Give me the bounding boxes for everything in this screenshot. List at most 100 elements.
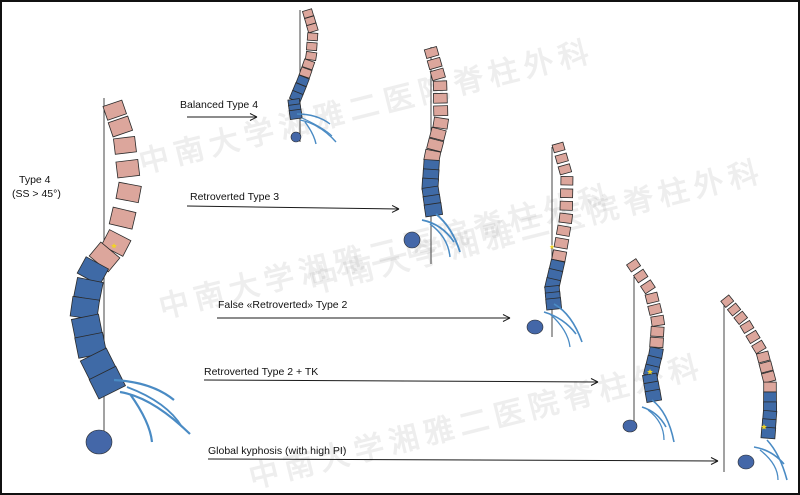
global-kyphosis-thoracic-vertebra-8 — [758, 360, 774, 374]
retroverted-type2-tk-thoracic-vertebra-8 — [649, 336, 664, 349]
arrow-head-5 — [710, 457, 719, 465]
false-retroverted-type2-thoracic-vertebra-5 — [559, 188, 574, 199]
type4-thoracic-vertebra-2 — [107, 115, 134, 138]
global-kyphosis-thoracic-vertebra-6 — [751, 339, 767, 355]
retroverted-type2-tk-pelvis — [641, 399, 675, 443]
global-kyphosis-thoracic-vertebra-2 — [726, 302, 742, 317]
global-kyphosis-thoracic-vertebra-4 — [739, 319, 755, 334]
false-retroverted-type2-femoral-head — [526, 319, 544, 335]
retroverted-type3-thoracic-vertebra-5 — [432, 92, 448, 104]
type4-femoral-head — [85, 429, 113, 455]
global-kyphosis-lumbar-vertebra-15 — [760, 426, 777, 440]
false-retroverted-type2-apex-star — [549, 244, 555, 249]
arrow-head-3 — [502, 314, 511, 322]
global-kyphosis-apex-star — [761, 424, 767, 430]
source-type-label: Type 4 — [19, 174, 51, 186]
arrow-shaft-2 — [186, 205, 400, 210]
arrow-label-false-retroverted-type2: False «Retroverted» Type 2 — [218, 299, 348, 311]
type4-lumbar-vertebra-15 — [88, 365, 126, 400]
balanced-type4-thoracic-vertebra-5 — [305, 41, 318, 52]
type4-thoracic-vertebra-7 — [100, 229, 132, 257]
arrow-head-1 — [249, 113, 258, 121]
global-kyphosis-spine — [720, 294, 788, 481]
arrow-label-global-kyphosis: Global kyphosis (with high PI) — [208, 445, 347, 457]
retroverted-type3-thoracic-vertebra-2 — [426, 56, 443, 71]
retroverted-type2-tk-thoracic-vertebra-2 — [632, 268, 649, 284]
balanced-type4-ischium — [301, 117, 333, 137]
retroverted-type3-femoral-head — [403, 231, 421, 249]
type4-spine — [69, 98, 191, 455]
retroverted-type3-pelvis — [421, 213, 461, 253]
type4-thoracic-vertebra-4 — [115, 159, 141, 179]
global-kyphosis-thoracic-vertebra-7 — [755, 350, 771, 364]
arrow-1 — [187, 113, 258, 121]
global-kyphosis-thoracic-vertebra-3 — [733, 310, 749, 326]
arrow-5 — [207, 457, 719, 465]
global-kyphosis-thoracic-vertebra-5 — [745, 329, 761, 345]
false-retroverted-type2-thoracic-vertebra-8 — [555, 224, 572, 237]
retroverted-type3-thoracic-vertebra-8 — [429, 126, 447, 142]
global-kyphosis-thoracic-vertebra-1 — [720, 294, 735, 308]
retroverted-type3-thoracic-vertebra-3 — [429, 67, 446, 82]
global-kyphosis-thoracic-vertebra-9 — [760, 370, 777, 384]
type4-ischium — [126, 386, 183, 428]
retroverted-type2-tk-femoral-head — [622, 419, 638, 433]
arrow-shaft-4 — [203, 379, 599, 383]
retroverted-type2-tk-thoracic-vertebra-3 — [639, 279, 656, 295]
retroverted-type3-thoracic-vertebra-6 — [433, 105, 449, 117]
retroverted-type2-tk-thoracic-vertebra-7 — [650, 325, 665, 338]
false-retroverted-type2-thoracic-vertebra-4 — [560, 176, 574, 186]
balanced-type4-femoral-head — [290, 131, 302, 143]
false-retroverted-type2-ischium — [549, 313, 571, 348]
global-kyphosis-femoral-head — [737, 454, 755, 470]
arrow-2 — [186, 204, 400, 213]
retroverted-type2-tk-apex-star — [647, 369, 653, 375]
balanced-type4-pelvis — [296, 113, 337, 145]
balanced-type4-spine — [287, 8, 337, 145]
arrow-4 — [203, 378, 599, 386]
retroverted-type3-thoracic-vertebra-4 — [432, 80, 448, 92]
global-kyphosis-lumbar-vertebra-11 — [763, 391, 777, 403]
global-kyphosis-ischium — [759, 449, 779, 481]
type4-thoracic-vertebra-3 — [113, 135, 137, 155]
false-retroverted-type2-thoracic-vertebra-6 — [559, 200, 574, 211]
retroverted-type3-thoracic-vertebra-1 — [423, 45, 440, 59]
balanced-type4-thoracic-vertebra-3 — [306, 22, 319, 34]
type4-thoracic-vertebra-1 — [102, 99, 128, 121]
arrow-3 — [217, 314, 511, 322]
type4-pelvis — [113, 378, 191, 443]
global-kyphosis-thoracic-vertebra-10 — [763, 381, 777, 393]
source-ss-label: (SS > 45°) — [12, 188, 61, 200]
arrow-head-4 — [590, 378, 599, 386]
retroverted-type3-lumbar-vertebra-16 — [423, 202, 444, 218]
arrow-label-retroverted-type3: Retroverted Type 3 — [190, 191, 280, 203]
retroverted-type2-tk-thoracic-vertebra-6 — [650, 314, 666, 327]
false-retroverted-type2-thoracic-vertebra-7 — [558, 212, 574, 224]
retroverted-type2-tk-spine — [622, 258, 675, 443]
retroverted-type3-spine — [403, 45, 461, 264]
global-kyphosis-pelvis — [753, 439, 788, 481]
false-retroverted-type2-thoracic-vertebra-2 — [554, 152, 569, 165]
retroverted-type2-tk-thoracic-vertebra-4 — [644, 291, 660, 305]
retroverted-type2-tk-ischium — [647, 409, 665, 441]
retroverted-type3-ischium — [429, 223, 451, 258]
retroverted-type3-thoracic-vertebra-7 — [432, 116, 450, 130]
arrow-label-retroverted-type2-tk: Retroverted Type 2 + TK — [204, 366, 319, 378]
false-retroverted-type2-spine — [526, 141, 583, 348]
type4-thoracic-vertebra-6 — [108, 206, 137, 230]
arrow-head-2 — [391, 204, 400, 213]
balanced-type4-thoracic-vertebra-8 — [298, 66, 313, 79]
balanced-type4-thoracic-vertebra-7 — [301, 58, 316, 71]
balanced-type4-thoracic-vertebra-6 — [304, 50, 318, 62]
type4-apex-star — [111, 243, 117, 249]
arrow-label-balanced-type4: Balanced Type 4 — [180, 99, 259, 111]
type4-thoracic-vertebra-5 — [115, 181, 142, 204]
false-retroverted-type2-thoracic-vertebra-9 — [553, 236, 570, 250]
balanced-type4-thoracic-vertebra-4 — [306, 32, 319, 42]
retroverted-type3-thoracic-vertebra-9 — [426, 137, 445, 153]
false-retroverted-type2-pelvis — [543, 303, 583, 343]
false-retroverted-type2-thoracic-vertebra-3 — [557, 163, 573, 176]
retroverted-type2-tk-thoracic-vertebra-5 — [647, 302, 663, 316]
